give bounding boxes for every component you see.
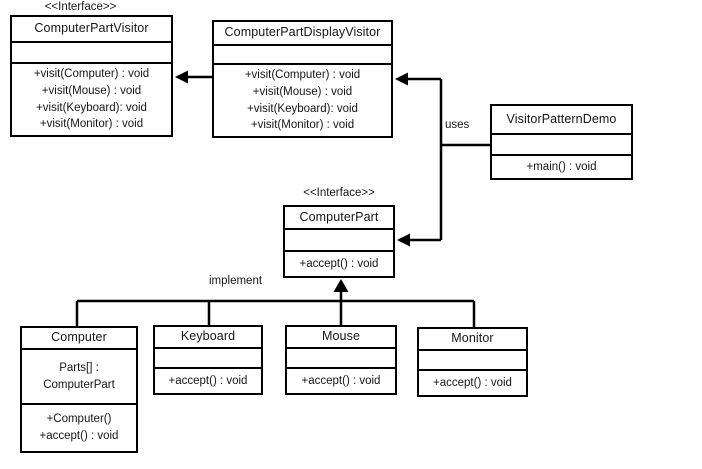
- method-line: +Computer(): [46, 413, 112, 426]
- class-box-computer: Computer Parts[] : ComputerPart +Compute…: [20, 326, 138, 453]
- class-title: VisitorPatternDemo: [492, 106, 631, 135]
- class-box-mouse: Mouse +accept() : void: [285, 325, 397, 395]
- method-line: +accept() : void: [299, 257, 379, 270]
- implement-label: implement: [209, 275, 263, 287]
- class-title: Monitor: [419, 329, 526, 351]
- method-line: +visit(Computer) : void: [244, 69, 361, 82]
- attributes-compartment: [287, 349, 395, 369]
- method-line: +main() : void: [526, 160, 597, 173]
- method-line: +visit(Mouse) : void: [41, 84, 142, 97]
- attributes-compartment: [492, 135, 631, 156]
- class-box-keyboard: Keyboard +accept() : void: [153, 325, 263, 395]
- class-title: Mouse: [287, 327, 395, 349]
- arrowhead-left-icon: [395, 72, 408, 86]
- class-title: Computer: [22, 328, 136, 350]
- methods-compartment: +accept() : void: [419, 371, 526, 395]
- class-box-visitor-pattern-demo: VisitorPatternDemo +main() : void: [490, 104, 633, 180]
- methods-compartment: +main() : void: [492, 156, 631, 178]
- uses-connector: [395, 72, 490, 247]
- class-box-monitor: Monitor +accept() : void: [417, 327, 528, 397]
- class-title: ComputerPartVisitor: [12, 17, 171, 43]
- methods-compartment: +accept() : void: [155, 369, 261, 393]
- methods-compartment: +Computer() +accept() : void: [22, 405, 136, 451]
- method-line: +visit(Keyboard): void: [36, 101, 147, 114]
- class-box-computer-part: ComputerPart +accept() : void: [283, 205, 395, 278]
- attributes-compartment: [155, 349, 261, 369]
- arrowhead-left-icon: [397, 233, 410, 247]
- methods-compartment: +visit(Computer) : void +visit(Mouse) : …: [214, 65, 391, 136]
- method-line: +accept() : void: [168, 374, 248, 387]
- method-line: +visit(Computer) : void: [33, 68, 150, 81]
- attributes-compartment: [419, 351, 526, 371]
- class-title: ComputerPartDisplayVisitor: [214, 22, 391, 46]
- attribute-line: ComputerPart: [43, 378, 115, 391]
- method-line: +visit(Keyboard): void: [247, 102, 358, 115]
- methods-compartment: +accept() : void: [285, 252, 393, 276]
- attributes-compartment: Parts[] : ComputerPart: [22, 350, 136, 405]
- uses-label: uses: [445, 119, 470, 131]
- attributes-compartment: [285, 230, 393, 252]
- arrow-display-visitor-to-visitor: [175, 70, 212, 84]
- method-line: +accept() : void: [433, 376, 512, 389]
- class-title: ComputerPart: [285, 207, 393, 230]
- methods-compartment: +accept() : void: [287, 369, 395, 393]
- attributes-compartment: [12, 43, 171, 64]
- attributes-compartment: [214, 46, 391, 65]
- method-line: +visit(Monitor) : void: [39, 118, 144, 131]
- arrowhead-left-icon: [175, 70, 188, 84]
- method-line: +accept() : void: [39, 430, 119, 442]
- stereotype-label-computer-part: <<Interface>>: [303, 187, 375, 199]
- method-line: +accept() : void: [301, 374, 381, 387]
- implements-connector: [75, 279, 476, 327]
- arrowhead-up-icon: [333, 279, 349, 292]
- class-box-computer-part-visitor: ComputerPartVisitor +visit(Computer) : v…: [10, 15, 173, 137]
- method-line: +visit(Mouse) : void: [252, 85, 353, 98]
- class-box-computer-part-display-visitor: ComputerPartDisplayVisitor +visit(Comput…: [212, 20, 393, 138]
- attribute-line: Parts[] :: [59, 361, 99, 374]
- stereotype-label-computer-part-visitor: <<Interface>>: [44, 1, 117, 13]
- methods-compartment: +visit(Computer) : void +visit(Mouse) : …: [12, 64, 171, 135]
- class-title: Keyboard: [155, 327, 261, 349]
- method-line: +visit(Monitor) : void: [250, 119, 355, 132]
